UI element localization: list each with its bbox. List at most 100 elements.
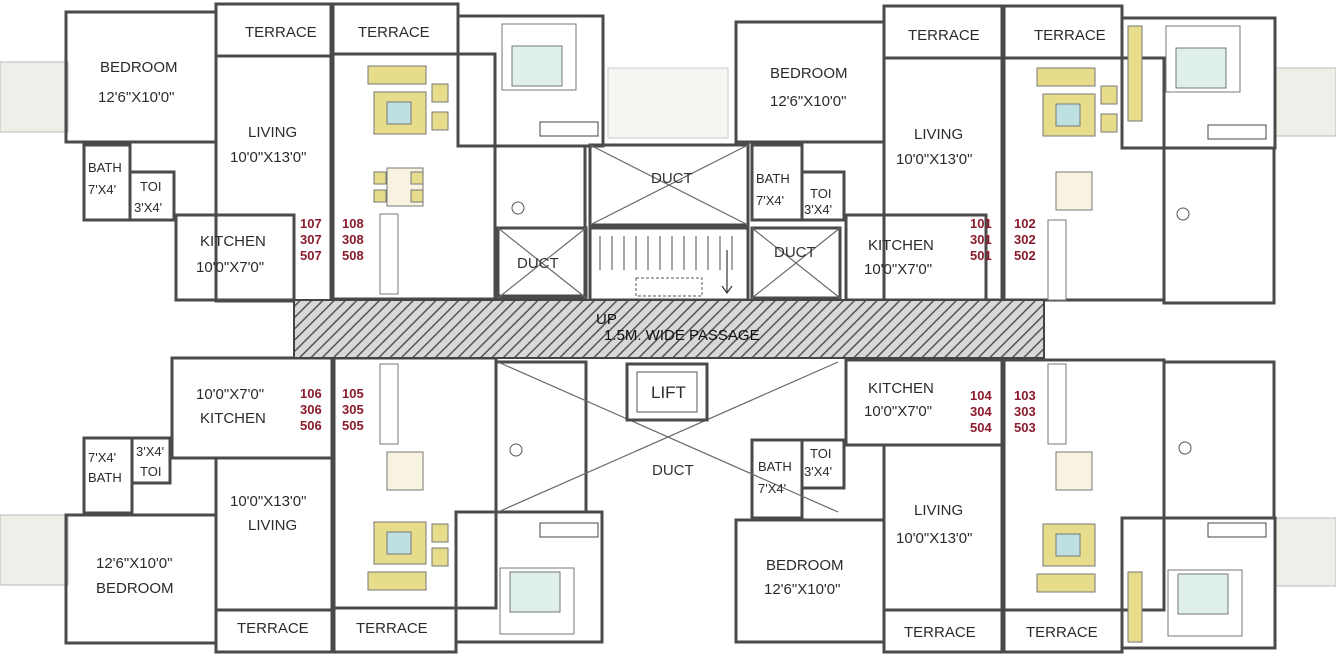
duct-right — [750, 226, 842, 300]
unit-107 — [64, 2, 333, 303]
terrace-label: TERRACE — [908, 27, 980, 44]
unit-number: 507 — [300, 248, 322, 263]
living-label: LIVING — [248, 517, 297, 534]
living-size: 10'0"X13'0" — [896, 530, 972, 547]
unit-number: 306 — [300, 402, 322, 417]
unit-104 — [734, 358, 1004, 654]
passage-up-label: UP — [596, 311, 617, 328]
unit-number: 305 — [342, 402, 364, 417]
lift-shaft — [625, 362, 709, 422]
kitchen-size: 10'0"X7'0" — [864, 261, 932, 278]
unit-number: 307 — [300, 232, 322, 247]
unit-number: 503 — [1014, 420, 1036, 435]
bedroom-label: BEDROOM — [766, 557, 844, 574]
toi-label: TOI — [810, 446, 831, 461]
furniture-105 — [367, 363, 599, 635]
passage-corridor — [293, 299, 1045, 359]
bath-label: BATH — [756, 171, 790, 186]
unit-number: 304 — [970, 404, 992, 419]
living-size: 10'0"X13'0" — [230, 149, 306, 166]
duct-label: DUCT — [517, 255, 559, 272]
toi-size: 3'X4' — [134, 200, 162, 215]
unit-number: 108 — [342, 216, 364, 231]
terrace-label: TERRACE — [245, 24, 317, 41]
duct-left — [496, 226, 588, 300]
duct-label: DUCT — [651, 170, 693, 187]
bath-size: 7'X4' — [88, 182, 116, 197]
toi-label: TOI — [140, 464, 161, 479]
kitchen-label: KITCHEN — [200, 233, 266, 250]
unit-number: 102 — [1014, 216, 1036, 231]
side-balcony — [0, 514, 69, 586]
terrace-label: TERRACE — [1034, 27, 1106, 44]
duct-label: DUCT — [774, 244, 816, 261]
unit-number: 508 — [342, 248, 364, 263]
unit-number: 505 — [342, 418, 364, 433]
unit-number: 302 — [1014, 232, 1036, 247]
unit-number: 103 — [1014, 388, 1036, 403]
living-label: LIVING — [914, 126, 963, 143]
toi-size: 3'X4' — [136, 444, 164, 459]
kitchen-size: 10'0"X7'0" — [864, 403, 932, 420]
unit-number: 308 — [342, 232, 364, 247]
duct-top — [588, 143, 750, 227]
unit-number: 506 — [300, 418, 322, 433]
unit-number: 101 — [970, 216, 992, 231]
bedroom-size: 12'6"X10'0" — [96, 555, 172, 572]
toi-label: TOI — [140, 179, 161, 194]
terrace-label: TERRACE — [237, 620, 309, 637]
kitchen-size: 10'0"X7'0" — [196, 259, 264, 276]
terrace-label: TERRACE — [904, 624, 976, 641]
lift-label: LIFT — [651, 383, 686, 402]
toi-size: 3'X4' — [804, 202, 832, 217]
unit-106 — [64, 356, 334, 654]
furniture-102 — [1036, 25, 1267, 301]
unit-103 — [1002, 358, 1277, 654]
unit-number: 105 — [342, 386, 364, 401]
staircase — [588, 226, 750, 302]
unit-102 — [1002, 4, 1277, 305]
kitchen-size: 10'0"X7'0" — [196, 386, 264, 403]
living-label: LIVING — [248, 124, 297, 141]
bedroom-size: 12'6"X10'0" — [770, 93, 846, 110]
furniture-103 — [1036, 363, 1267, 643]
bedroom-label: BEDROOM — [770, 65, 848, 82]
bath-label: BATH — [88, 470, 122, 485]
unit-number: 504 — [970, 420, 992, 435]
terrace-label: TERRACE — [356, 620, 428, 637]
unit-number: 502 — [1014, 248, 1036, 263]
bath-size: 7'X4' — [758, 481, 786, 496]
kitchen-label: KITCHEN — [868, 380, 934, 397]
living-size: 10'0"X13'0" — [896, 151, 972, 168]
bath-label: BATH — [758, 459, 792, 474]
unit-108 — [331, 2, 605, 301]
passage-label: 1.5M. WIDE PASSAGE — [604, 327, 760, 344]
living-label: LIVING — [914, 502, 963, 519]
terrace-label: TERRACE — [1026, 624, 1098, 641]
side-balcony — [1274, 67, 1336, 137]
bedroom-size: 12'6"X10'0" — [764, 581, 840, 598]
side-balcony — [1274, 517, 1336, 587]
unit-number: 301 — [970, 232, 992, 247]
unit-number: 303 — [1014, 404, 1036, 419]
furniture-108 — [367, 23, 599, 295]
bath-size: 7'X4' — [88, 450, 116, 465]
duct-bottom — [497, 361, 839, 513]
unit-105 — [332, 356, 604, 654]
bath-label: BATH — [88, 160, 122, 175]
bedroom-size: 12'6"X10'0" — [98, 89, 174, 106]
kitchen-label: KITCHEN — [868, 237, 934, 254]
unit-number: 107 — [300, 216, 322, 231]
living-size: 10'0"X13'0" — [230, 493, 306, 510]
unit-number: 104 — [970, 388, 992, 403]
toi-label: TOI — [810, 186, 831, 201]
side-balcony — [0, 61, 69, 133]
unit-number: 501 — [970, 248, 992, 263]
kitchen-label: KITCHEN — [200, 410, 266, 427]
toi-size: 3'X4' — [804, 464, 832, 479]
terrace-label: TERRACE — [358, 24, 430, 41]
duct-label: DUCT — [652, 462, 694, 479]
bath-size: 7'X4' — [756, 193, 784, 208]
side-balcony — [607, 67, 729, 139]
